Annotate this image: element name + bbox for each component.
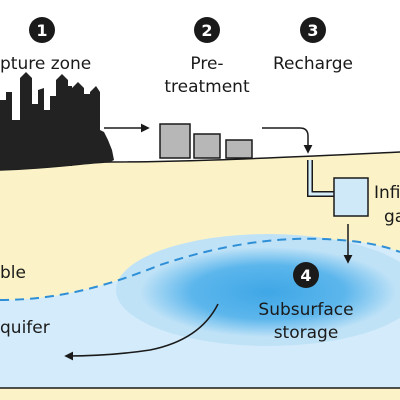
treatment-building-large bbox=[159, 123, 191, 159]
flow-arrow-to-recharge bbox=[262, 127, 313, 154]
skyline-tower bbox=[80, 94, 90, 164]
treatment-building-small bbox=[225, 139, 253, 159]
water-table-line bbox=[0, 237, 400, 301]
step-badge-2 bbox=[194, 17, 220, 43]
step-badge-3 bbox=[300, 17, 326, 43]
infiltration-label-line2: ga bbox=[384, 207, 400, 227]
step-number-2: 2 bbox=[201, 21, 212, 40]
step-label-pretreatment-line1: Pre- bbox=[190, 54, 223, 74]
flow-arrow-to-aquifer bbox=[64, 303, 219, 361]
treatment-building-medium bbox=[193, 133, 221, 159]
step-label-capture-zone: pture zone bbox=[0, 54, 91, 74]
step-label-storage-line2: storage bbox=[274, 323, 339, 343]
infiltration-label-line1: Infi bbox=[374, 183, 400, 203]
recharge-pipe-inner bbox=[308, 160, 334, 196]
step-number-4: 4 bbox=[300, 266, 311, 285]
step-badge-4 bbox=[293, 262, 319, 288]
step-number-3: 3 bbox=[307, 21, 318, 40]
step-label-storage-line1: Subsurface bbox=[258, 300, 353, 320]
skyline-tower bbox=[64, 86, 72, 166]
aquifer-label: quifer bbox=[0, 318, 50, 338]
step-badge-1 bbox=[29, 17, 55, 43]
infiltration-gallery bbox=[333, 177, 369, 217]
storage-lens bbox=[140, 247, 396, 337]
step-label-recharge: Recharge bbox=[273, 54, 353, 74]
step-label-pretreatment-line2: treatment bbox=[164, 77, 250, 97]
city-skyline bbox=[0, 72, 114, 170]
water-table-label: ble bbox=[0, 263, 26, 283]
step-number-1: 1 bbox=[36, 21, 47, 40]
